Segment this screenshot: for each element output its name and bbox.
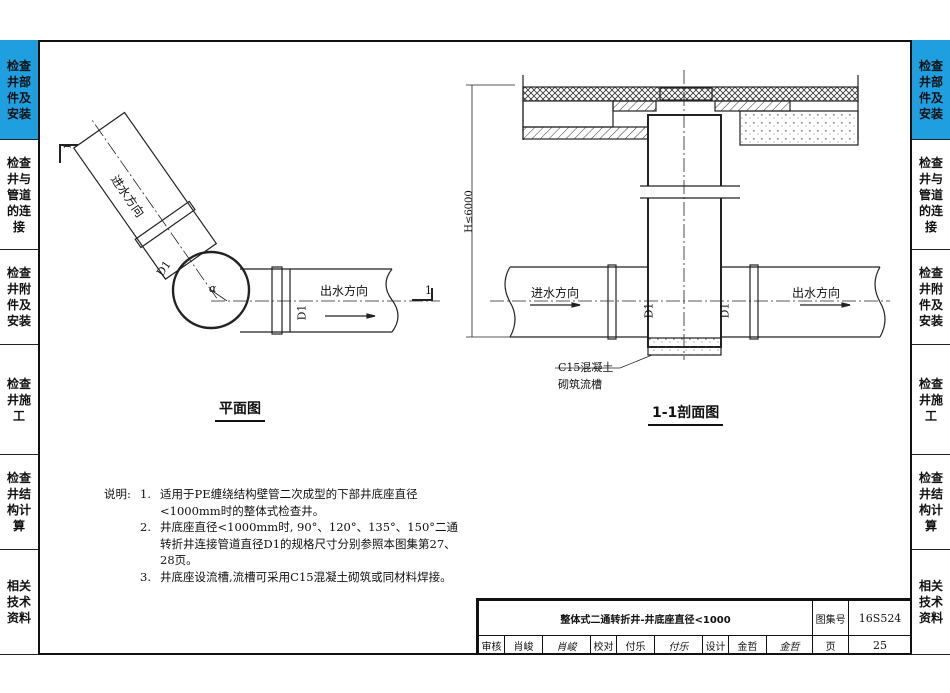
design-label: 设计 bbox=[702, 635, 729, 655]
note-number: 3. bbox=[140, 569, 151, 584]
note-number: 2. bbox=[140, 520, 151, 534]
left-side-tabs: 检查井部件及安装 检查井与管道的连接 检查井附件及安装 检查井施工 检查井结构计… bbox=[0, 40, 38, 655]
tab-label: 检查井施工 bbox=[918, 376, 943, 423]
side-tab-accessories[interactable]: 检查井附件及安装 bbox=[0, 250, 38, 345]
well-circle bbox=[171, 250, 251, 330]
side-tab-construction[interactable]: 检查井施工 bbox=[0, 345, 38, 455]
section-d1-left: D1 bbox=[642, 302, 656, 319]
side-tab-parts[interactable]: 检查井部件及安装 bbox=[912, 40, 950, 140]
side-tab-technical-data[interactable]: 相关技术资料 bbox=[0, 550, 38, 655]
checker-signature: 付乐 bbox=[654, 635, 703, 655]
tab-label: 相关技术资料 bbox=[918, 579, 943, 625]
atlas-number: 16S524 bbox=[848, 600, 912, 636]
tab-label: 检查井附件及安装 bbox=[6, 266, 31, 328]
tab-label: 检查井部件及安装 bbox=[918, 58, 943, 121]
tab-label: 检查井附件及安装 bbox=[918, 266, 943, 328]
note-text: 井底座直径<1000mm时, 90°、120°、135°、150°二通转折井连接… bbox=[160, 520, 459, 567]
tab-label: 检查井与管道的连接 bbox=[6, 155, 31, 234]
side-tab-construction[interactable]: 检查井施工 bbox=[912, 345, 950, 455]
notes-label: 说明: bbox=[104, 487, 131, 501]
checker: 付乐 bbox=[616, 635, 655, 655]
note-number: 1. bbox=[140, 487, 151, 501]
tab-label: 检查井结构计算 bbox=[918, 471, 943, 533]
section-mark-right bbox=[412, 288, 433, 301]
side-tab-technical-data[interactable]: 相关技术资料 bbox=[912, 550, 950, 655]
concrete-note-line2: 砌筑流槽 bbox=[558, 378, 602, 391]
side-tab-pipe-connection[interactable]: 检查井与管道的连接 bbox=[912, 140, 950, 250]
note-text: 适用于PE缠绕结构壁管二次成型的下部井底座直径<1000mm时的整体式检查井。 bbox=[160, 487, 418, 518]
side-tab-pipe-connection[interactable]: 检查井与管道的连接 bbox=[0, 140, 38, 250]
side-tab-accessories[interactable]: 检查井附件及安装 bbox=[912, 250, 950, 345]
plan-outflow-label: 出水方向 bbox=[320, 284, 369, 298]
section-mark-label: 1 bbox=[425, 284, 432, 297]
riser-pipe bbox=[647, 114, 722, 348]
note-text: 井底座设流槽,流槽可采用C15混凝土砌筑或同材料焊接。 bbox=[160, 569, 452, 584]
check-label: 校对 bbox=[590, 635, 617, 655]
designer-signature: 金哲 bbox=[765, 635, 814, 655]
tab-label: 相关技术资料 bbox=[6, 579, 31, 625]
plan-view bbox=[59, 111, 440, 335]
notes: 说明: 1. 适用于PE缠绕结构壁管二次成型的下部井底座直径<1000mm时的整体式… bbox=[104, 486, 460, 585]
side-tab-structure-calc[interactable]: 检查井结构计算 bbox=[912, 455, 950, 550]
plan-caption: 平面图 bbox=[215, 398, 265, 422]
section-caption: 1-1剖面图 bbox=[648, 402, 724, 426]
section-outlet-pipe bbox=[721, 264, 886, 340]
reviewer: 肖峻 bbox=[504, 635, 543, 655]
concrete-note-line1: C15混凝土 bbox=[558, 361, 614, 374]
height-dimension: H≤6000 bbox=[463, 190, 475, 233]
tab-label: 检查井与管道的连接 bbox=[918, 155, 943, 234]
section-inlet-pipe bbox=[504, 264, 648, 340]
section-outflow-label: 出水方向 bbox=[792, 286, 841, 300]
section-d1-right: D1 bbox=[718, 302, 732, 319]
tab-label: 检查井施工 bbox=[6, 376, 31, 423]
section-mark-left bbox=[59, 144, 78, 163]
page-number: 25 bbox=[848, 635, 912, 655]
section-mark-label-left: 1 bbox=[63, 143, 74, 150]
drawing-title: 整体式二通转折井-井底座直径<1000 bbox=[477, 600, 814, 636]
outlet-pipe bbox=[211, 266, 440, 335]
reviewer-signature: 肖峻 bbox=[542, 635, 591, 655]
right-side-tabs: 检查井部件及安装 检查井与管道的连接 检查井附件及安装 检查井施工 检查井结构计… bbox=[912, 40, 950, 655]
plan-d1-outlet-label: D1 bbox=[295, 304, 309, 321]
tab-label: 检查井部件及安装 bbox=[6, 58, 31, 121]
side-tab-structure-calc[interactable]: 检查井结构计算 bbox=[0, 455, 38, 550]
atlas-label: 图集号 bbox=[812, 600, 850, 636]
section-view bbox=[466, 70, 890, 369]
page-label: 页 bbox=[812, 635, 850, 655]
review-label: 审核 bbox=[478, 635, 505, 655]
side-tab-parts[interactable]: 检查井部件及安装 bbox=[0, 40, 38, 140]
section-inflow-label: 进水方向 bbox=[531, 286, 580, 300]
drawing-frame bbox=[38, 40, 912, 655]
designer: 金哲 bbox=[728, 635, 767, 655]
inlet-pipe bbox=[72, 111, 218, 299]
tab-label: 检查井结构计算 bbox=[6, 471, 31, 533]
angle-alpha: α bbox=[209, 282, 217, 295]
title-block: 整体式二通转折井-井底座直径<1000 图集号 16S524 审核 肖峻 肖峻 … bbox=[476, 598, 912, 655]
